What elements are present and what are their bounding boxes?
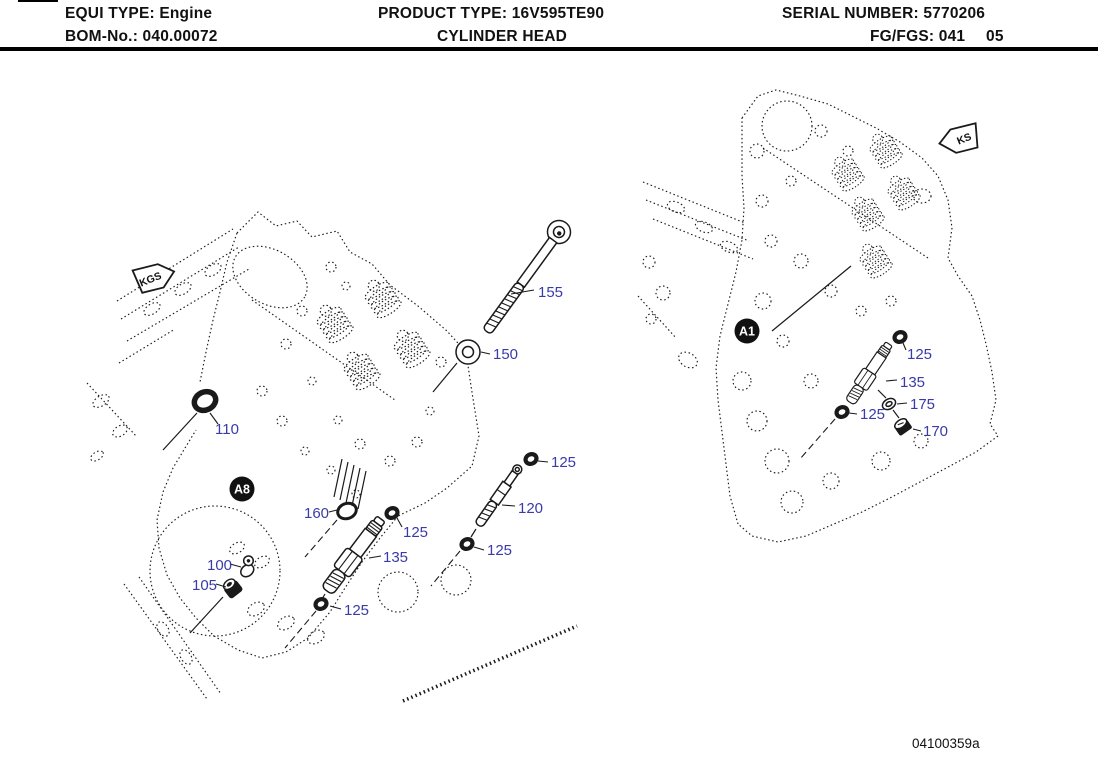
- callout-135[interactable]: 135: [900, 374, 925, 391]
- washer-150: [455, 339, 481, 365]
- section-badge-a8: A8: [229, 476, 255, 502]
- product-type: PRODUCT TYPE: 16V595TE90: [378, 5, 605, 22]
- injector-135-left: [318, 512, 390, 598]
- valve-spring: [853, 237, 895, 282]
- valve-spring: [881, 169, 923, 214]
- badge-a8-label: A8: [234, 483, 250, 497]
- oring-110: [191, 388, 219, 414]
- hatched-edge: [402, 624, 578, 703]
- drawing-code: 04100359a: [912, 736, 980, 751]
- callout-135[interactable]: 135: [383, 549, 408, 566]
- bushing-105: [222, 578, 243, 599]
- callout-125[interactable]: 125: [551, 454, 576, 471]
- callout-125[interactable]: 125: [860, 406, 885, 423]
- injector-135-right: [842, 339, 897, 408]
- valve-spring: [387, 322, 433, 372]
- callout-125[interactable]: 125: [403, 524, 428, 541]
- callout-125[interactable]: 125: [344, 602, 369, 619]
- callout-100[interactable]: 100: [207, 557, 232, 574]
- callout-125[interactable]: 125: [487, 542, 512, 559]
- stud-120: [475, 464, 523, 527]
- left-view: KGS A8: [86, 211, 578, 703]
- seal-ring-125: [314, 597, 328, 610]
- callout-170[interactable]: 170: [923, 423, 948, 440]
- ks-arrow: KS: [938, 122, 979, 154]
- cylinder-head-right: [637, 89, 999, 543]
- plug-170: [893, 417, 912, 436]
- bore-hatch: [333, 458, 367, 510]
- valve-spring: [825, 150, 867, 195]
- callout-105[interactable]: 105: [192, 577, 217, 594]
- cylinder-head-left: [86, 211, 480, 700]
- ring-160: [336, 501, 358, 521]
- valve-spring: [845, 190, 887, 235]
- seal-ring-125: [893, 330, 907, 343]
- seal-ring-125: [385, 506, 399, 519]
- right-view: KS A1: [637, 89, 999, 543]
- seal-ring-125: [460, 537, 474, 550]
- callout-150[interactable]: 150: [493, 346, 518, 363]
- page-edge-mark: [18, 0, 58, 2]
- bolt-155: [483, 219, 572, 334]
- fg-fgs-page: 05: [986, 28, 1004, 45]
- callout-110[interactable]: 110: [215, 421, 239, 438]
- seal-ring-125: [835, 405, 849, 418]
- washer-175: [881, 397, 897, 411]
- header-divider: [0, 47, 1098, 51]
- valve-spring: [863, 127, 905, 172]
- leader-lines-left: [209, 289, 549, 610]
- fg-fgs: FG/FGS: 041: [870, 28, 966, 45]
- ks-arrow-label: KS: [955, 131, 973, 148]
- valve-spring: [358, 272, 404, 322]
- fitting-100: [240, 555, 255, 578]
- serial-number: SERIAL NUMBER: 5770206: [782, 5, 986, 22]
- badge-a1-label: A1: [739, 325, 755, 339]
- callout-120[interactable]: 120: [518, 500, 543, 517]
- valve-spring: [310, 297, 356, 347]
- valve-spring: [337, 344, 383, 394]
- callout-125[interactable]: 125: [907, 346, 932, 363]
- seal-ring-125: [524, 452, 538, 465]
- equi-type: EQUI TYPE: Engine: [65, 5, 213, 22]
- kgs-arrow: KGS: [131, 263, 176, 294]
- bom-no: BOM-No.: 040.00072: [65, 28, 218, 45]
- leader-lines-right: [848, 342, 922, 432]
- section-badge-a1: A1: [734, 318, 760, 344]
- page-title: CYLINDER HEAD: [437, 28, 568, 45]
- callout-155[interactable]: 155: [538, 284, 563, 301]
- callout-160[interactable]: 160: [304, 505, 329, 522]
- callout-175[interactable]: 175: [910, 396, 935, 413]
